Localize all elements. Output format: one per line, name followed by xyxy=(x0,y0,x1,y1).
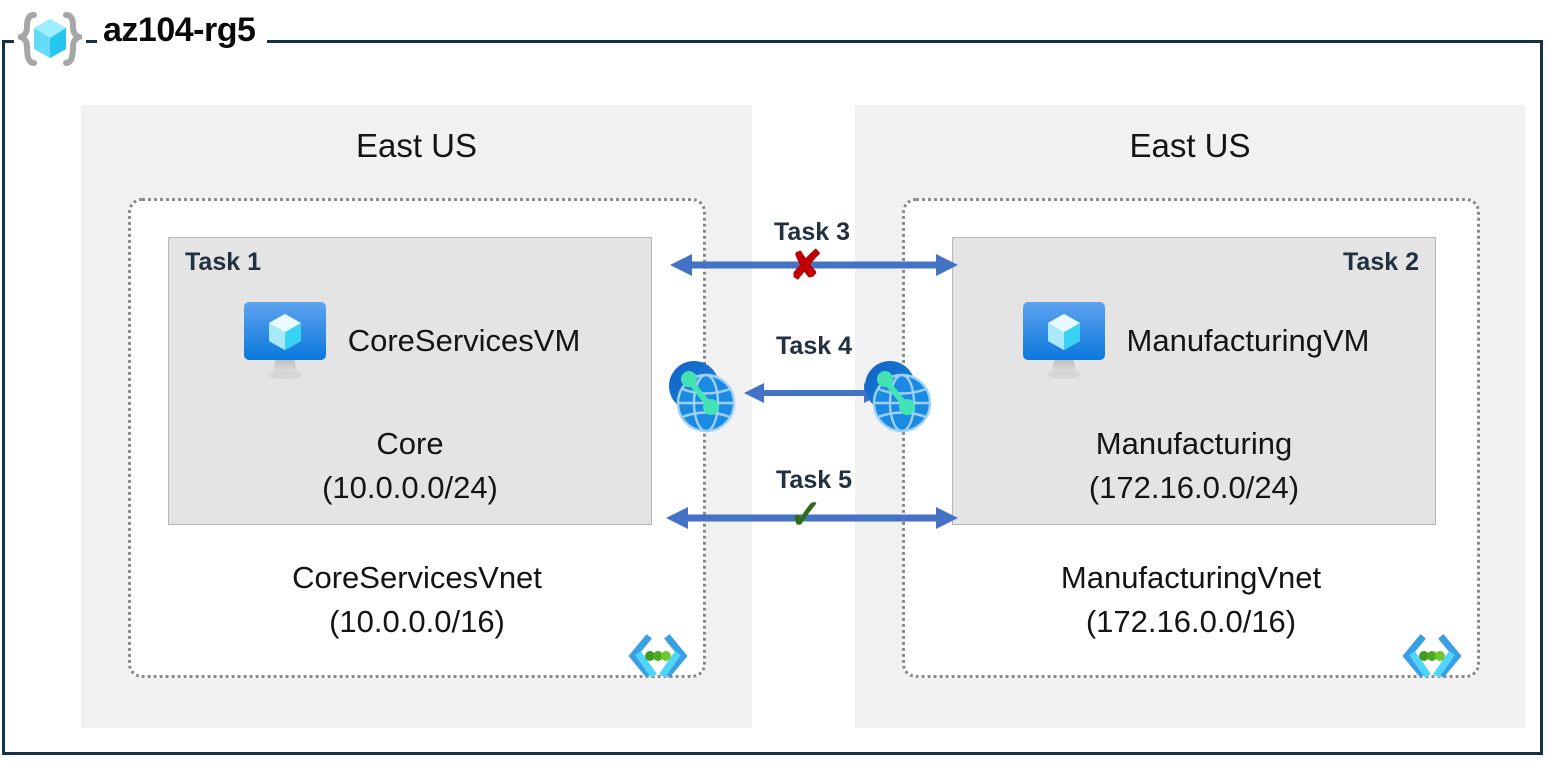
vnet-peering-icon xyxy=(664,358,740,434)
subnet-right-text: Manufacturing (172.16.0.0/24) xyxy=(953,422,1435,510)
task-tag-1: Task 1 xyxy=(185,248,261,276)
vnet-right-name: ManufacturingVnet xyxy=(1060,560,1322,595)
vnet-left-name: CoreServicesVnet xyxy=(292,560,542,595)
region-label-right: East US xyxy=(1129,127,1251,164)
vm-label-manufacturing: ManufacturingVM xyxy=(1126,323,1370,358)
vnet-right-name-block: ManufacturingVnet (172.16.0.0/16) xyxy=(905,556,1477,644)
vnet-icon xyxy=(1401,633,1463,679)
connection-arrow-task5 xyxy=(664,503,960,533)
task-tag-2: Task 2 xyxy=(1343,248,1419,276)
blocked-x-icon: ✘ xyxy=(789,244,823,288)
vnet-right-cidr: (172.16.0.0/16) xyxy=(1085,604,1297,640)
region-label-left: East US xyxy=(355,127,478,164)
vnet-left-cidr: (10.0.0.0/16) xyxy=(329,604,505,640)
vnet-left-name-block: CoreServicesVnet (10.0.0.0/16) xyxy=(131,556,703,644)
subnet-right-cidr: (172.16.0.0/24) xyxy=(1088,469,1300,505)
allowed-check-icon: ✓ xyxy=(789,493,823,537)
subnet-left-text: Core (10.0.0.0/24) xyxy=(169,422,651,510)
connection-label-task3: Task 3 xyxy=(774,218,850,246)
vnet-peering-icon xyxy=(860,358,936,434)
vm-row-right: ManufacturingVM xyxy=(953,300,1435,382)
virtual-machine-icon xyxy=(240,300,330,382)
subnet-core: Task 1 xyxy=(168,237,652,525)
resource-group-frame xyxy=(2,40,1543,755)
subnet-right-name: Manufacturing xyxy=(1095,425,1293,461)
subnet-left-name: Core xyxy=(376,425,444,461)
resource-group-cube-icon xyxy=(14,6,86,74)
virtual-machine-icon xyxy=(1019,300,1109,382)
connection-arrow-task3 xyxy=(668,250,960,280)
connection-label-task5: Task 5 xyxy=(776,466,852,494)
vm-label-core: CoreServicesVM xyxy=(347,323,581,358)
subnet-left-cidr: (10.0.0.0/24) xyxy=(322,469,498,505)
resource-group-title: az104-rg5 xyxy=(97,13,268,47)
vm-row-left: CoreServicesVM xyxy=(169,300,651,382)
connection-label-task4: Task 4 xyxy=(776,332,852,360)
subnet-manufacturing: Task 2 xyxy=(952,237,1436,525)
vnet-icon xyxy=(627,633,689,679)
